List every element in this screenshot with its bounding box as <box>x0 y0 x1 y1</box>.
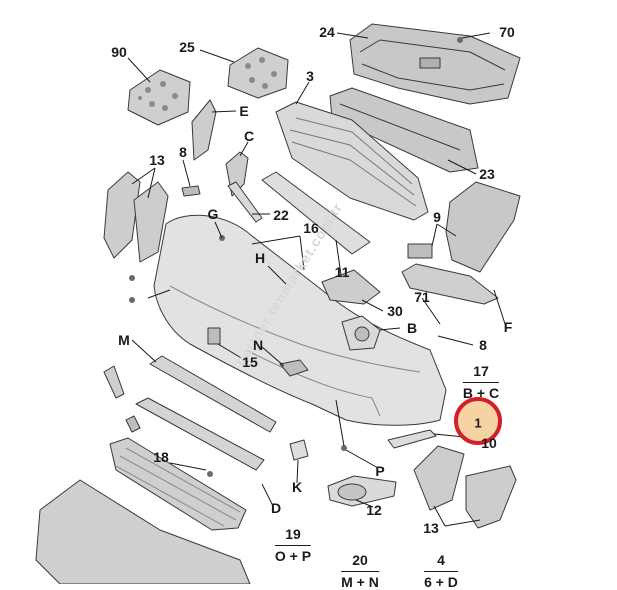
label-13-left: 13 <box>149 152 165 168</box>
label-F: F <box>503 319 513 335</box>
label-H: H <box>254 250 266 266</box>
group-4-top: 4 <box>437 552 445 568</box>
label-23: 23 <box>479 166 495 182</box>
group-19-bottom: O + P <box>274 545 312 564</box>
part-13-right-bracket-2 <box>465 465 517 529</box>
part-10-strip <box>387 429 437 449</box>
part-K-clip <box>289 439 309 461</box>
label-E: E <box>239 103 249 119</box>
label-30: 30 <box>387 303 403 319</box>
part-13-left-bracket <box>103 171 141 259</box>
part-22-strip <box>227 181 263 223</box>
part-E-bracket <box>191 99 217 161</box>
part-18-grille <box>135 397 265 471</box>
label-G: G <box>207 206 219 222</box>
label-K: K <box>291 479 303 495</box>
part-1-highlight-ring <box>454 397 502 445</box>
group-4-bottom: 6 + D <box>424 571 458 590</box>
group-20-top: 20 <box>352 552 368 568</box>
part-25-foam-block <box>227 47 289 99</box>
part-15-clip <box>207 327 221 345</box>
group-20: 20 M + N <box>341 552 379 590</box>
label-18: 18 <box>153 449 169 465</box>
group-19: 19 O + P <box>274 526 312 564</box>
part-M-grille <box>149 355 277 433</box>
label-16: 16 <box>303 220 319 236</box>
part-1-highlight-fill <box>458 401 498 441</box>
group-17: 17 B + C <box>462 363 500 401</box>
label-D: D <box>270 500 282 516</box>
label-13-right: 13 <box>423 520 439 536</box>
label-24: 24 <box>319 24 335 40</box>
part-11-absorber <box>261 171 371 255</box>
part-N-insert <box>279 359 309 377</box>
part-30-splash <box>321 269 381 305</box>
label-8-upper: 8 <box>179 144 187 160</box>
label-71: 71 <box>414 289 430 305</box>
label-70: 70 <box>499 24 515 40</box>
label-15: 15 <box>242 354 258 370</box>
highlight-label-1: 1 <box>474 415 482 431</box>
part-71-bracket <box>401 263 499 305</box>
label-3: 3 <box>306 68 314 84</box>
group-19-top: 19 <box>285 526 301 542</box>
label-11: 11 <box>334 264 350 280</box>
label-22: 22 <box>273 207 289 223</box>
label-8-right: 8 <box>479 337 487 353</box>
label-N: N <box>252 337 264 353</box>
label-25: 25 <box>179 39 195 55</box>
part-under-tray <box>35 479 251 584</box>
group-20-bottom: M + N <box>341 571 379 590</box>
part-13-right-bracket <box>413 445 465 511</box>
label-B: B <box>406 320 418 336</box>
group-17-top: 17 <box>473 363 489 379</box>
label-9: 9 <box>433 209 441 225</box>
part-1-bumper-body <box>153 214 447 426</box>
label-10: 10 <box>481 435 497 451</box>
label-C: C <box>243 128 255 144</box>
label-90: 90 <box>111 44 127 60</box>
group-17-bottom: B + C <box>462 382 500 401</box>
label-12: 12 <box>366 502 382 518</box>
part-9-side-bracket <box>445 181 521 273</box>
label-P: P <box>375 463 385 479</box>
label-M: M <box>118 332 130 348</box>
group-4: 4 6 + D <box>424 552 458 590</box>
part-8-clip <box>181 185 201 197</box>
part-90-foam-block <box>127 69 191 126</box>
part-13-left-bracket-2 <box>133 181 169 263</box>
